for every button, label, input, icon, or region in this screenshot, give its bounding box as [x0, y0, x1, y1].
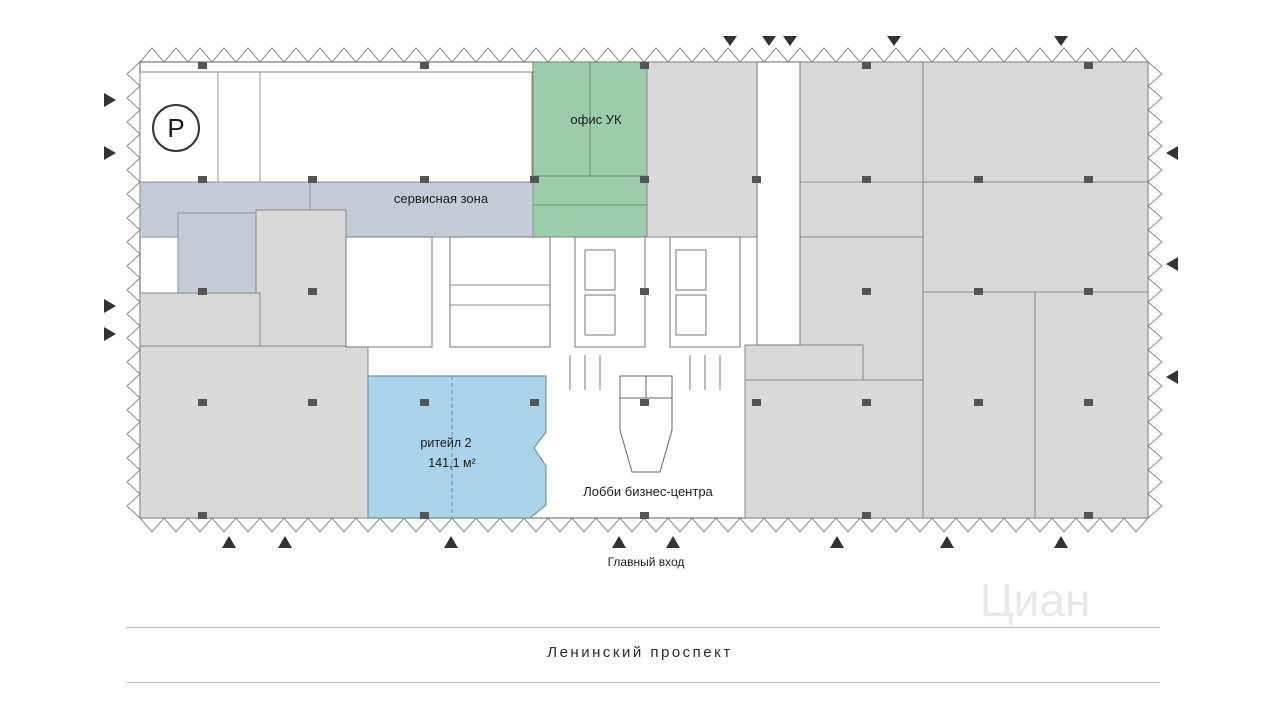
wc-block	[345, 236, 433, 348]
lobby-label: Лобби бизнес-центра	[583, 484, 713, 499]
entrance-arrow-icon	[222, 536, 1068, 548]
upper-block-c	[922, 61, 1149, 183]
right-tenant-block-a	[744, 379, 924, 519]
street-line-top	[126, 627, 1160, 628]
retail-area-label: 141,1 м²	[428, 456, 476, 470]
entrance-arrow-icon	[1166, 146, 1178, 384]
right-mid-block	[922, 181, 1149, 293]
parking-icon: P	[152, 104, 200, 152]
parking-symbol: P	[167, 113, 184, 143]
service-room	[177, 212, 257, 294]
left-core-block	[255, 209, 347, 347]
office-label: офис УК	[570, 112, 622, 127]
left-tenant-block	[139, 345, 369, 519]
entrance-arrow-icon	[104, 93, 116, 341]
street-name: Ленинский проспект	[547, 644, 733, 661]
service-label: сервисная зона	[394, 191, 489, 206]
facade-zigzag-left	[126, 61, 141, 519]
street-line-bottom	[126, 682, 1160, 683]
facade-zigzag-right	[1147, 61, 1163, 519]
column-icon	[198, 62, 1093, 519]
watermark: Циан	[980, 574, 1091, 626]
facade-zigzag-top	[139, 47, 1149, 63]
facade-zigzag-bottom	[139, 517, 1149, 533]
parking-zone	[139, 71, 533, 183]
lobby-turnstiles	[569, 355, 721, 390]
upper-block-b	[799, 61, 924, 238]
entrance-label: Главный вход	[608, 555, 685, 569]
entrance-arrow-icon	[723, 36, 1068, 46]
upper-block-a	[646, 61, 758, 238]
reception-desk	[619, 375, 673, 473]
retail-name-label: ритейл 2	[420, 436, 471, 450]
stair-core	[756, 61, 801, 346]
